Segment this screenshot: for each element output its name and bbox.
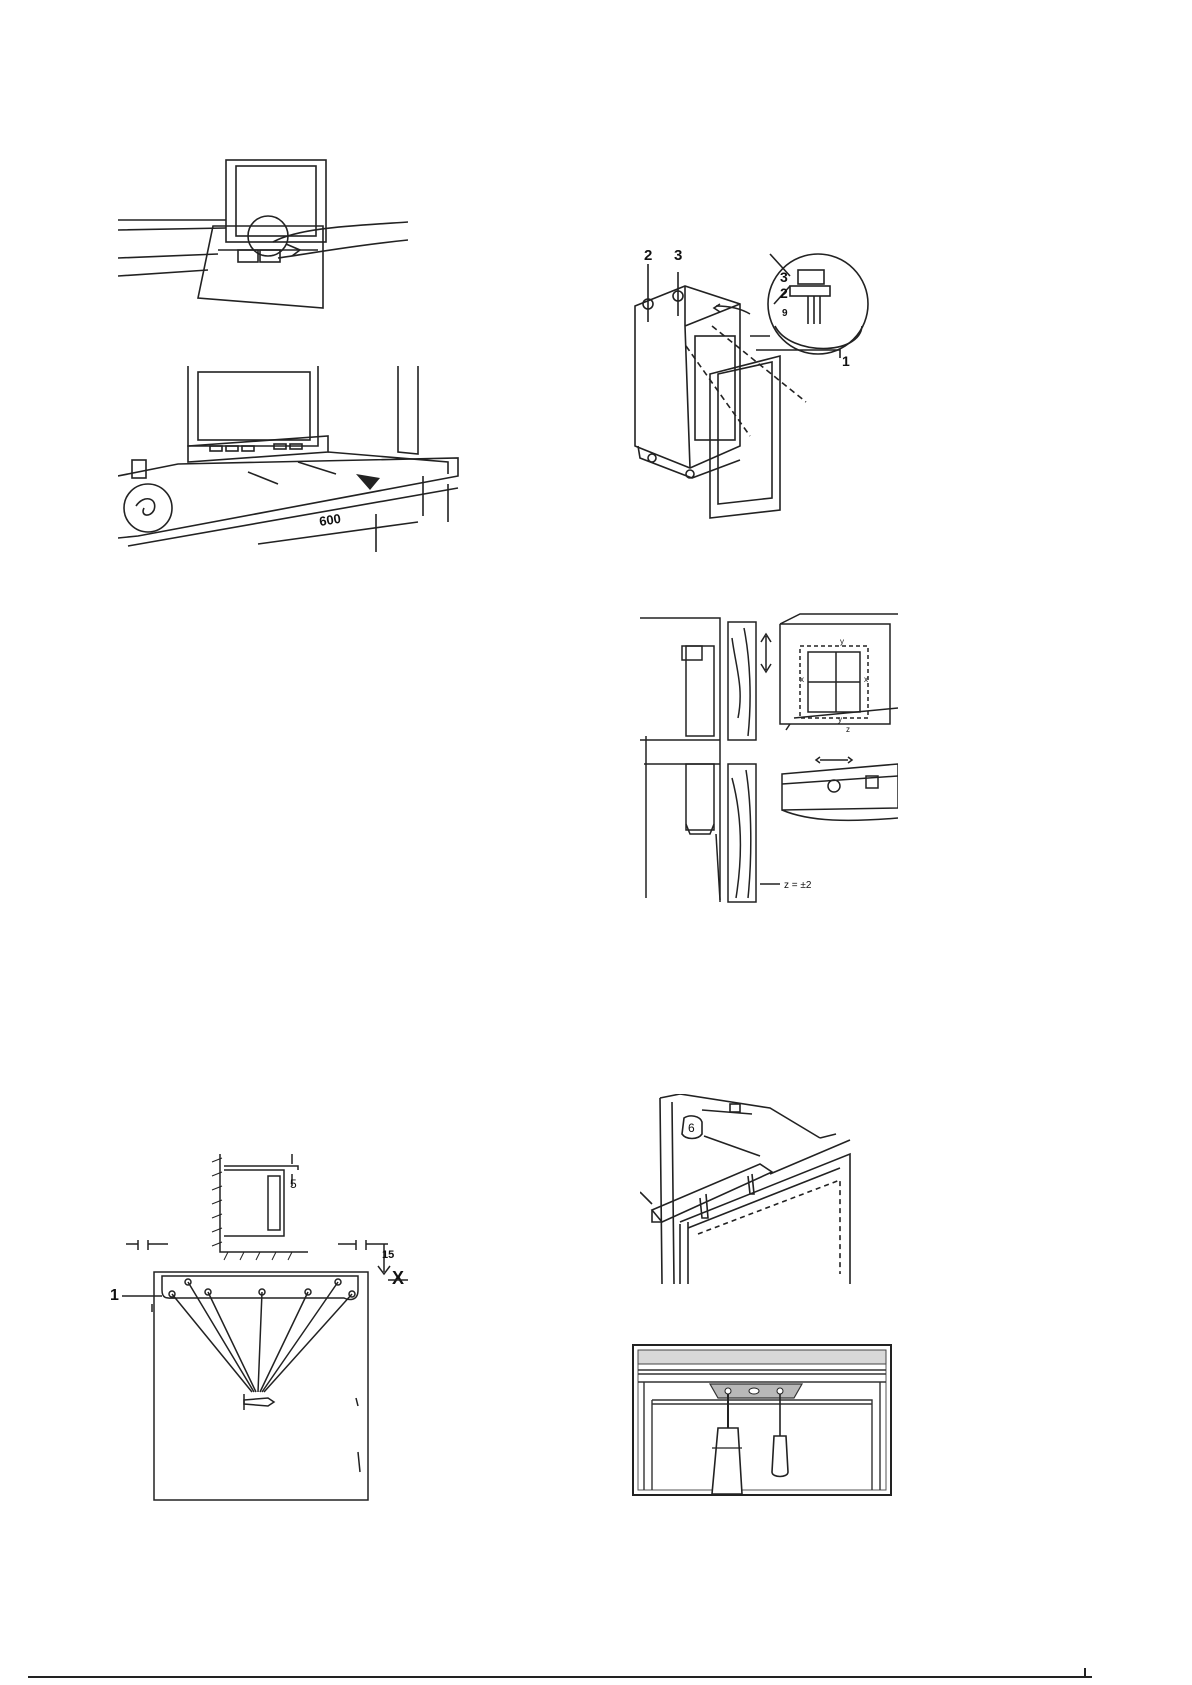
- panel-bracket-label-1: 1: [110, 1287, 119, 1304]
- door-tolerance-label: z = ±2: [784, 880, 812, 891]
- footer-rule: [28, 1676, 1092, 1678]
- panel-reference-x: X: [392, 1268, 404, 1288]
- door-adjust-illustration: z = ±2 y x x y z: [640, 608, 898, 904]
- hinge-zoom-label-3: 3: [780, 269, 788, 285]
- hinge-detail-illustration: 2 3 3 2 9 1: [630, 246, 890, 528]
- plinth-dimension-label: 600: [318, 511, 342, 529]
- hinge-label-2: 2: [644, 247, 652, 264]
- drill-fixing-illustration: [632, 1344, 892, 1496]
- door-axis-x-right: x: [864, 675, 868, 684]
- figure-drill-fixing: [632, 1344, 892, 1496]
- figure-top-bracket: 6: [640, 1094, 852, 1284]
- door-axis-y-bottom: y: [838, 715, 842, 724]
- top-bracket-illustration: 6: [640, 1094, 852, 1284]
- panel-offset-label: 15: [382, 1249, 394, 1261]
- footer-tick: [1084, 1668, 1086, 1678]
- base-adjust-illustration: [118, 158, 408, 316]
- hinge-zoom-label-9: 9: [782, 308, 788, 319]
- panel-bracket-illustration: 5 15 X 1: [108, 1152, 422, 1504]
- door-axis-x-left: x: [800, 675, 804, 684]
- plinth-install-illustration: 600: [118, 366, 460, 556]
- hinge-label-3: 3: [674, 247, 682, 264]
- figure-door-adjust: z = ±2 y x x y z: [640, 608, 898, 904]
- figure-panel-bracket: 5 15 X 1: [108, 1152, 422, 1504]
- top-bracket-label-6: 6: [688, 1121, 695, 1135]
- panel-gap-label: 5: [290, 1177, 297, 1191]
- door-axis-y-top: y: [840, 637, 844, 646]
- figure-hinge-detail: 2 3 3 2 9 1: [630, 246, 890, 528]
- figure-plinth-install: 600: [118, 366, 460, 556]
- door-axis-z: z: [846, 725, 850, 734]
- figure-base-adjust: [118, 158, 408, 316]
- hinge-zoom-label-2: 2: [780, 285, 788, 301]
- hinge-label-1: 1: [842, 353, 850, 369]
